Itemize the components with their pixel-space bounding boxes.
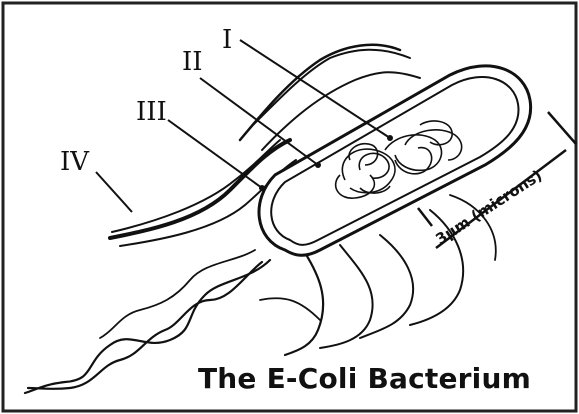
pointer-dot-iii	[259, 185, 265, 191]
flagellum-helix-c	[100, 250, 255, 338]
pointer-dot-i	[387, 135, 393, 141]
label-i: I	[222, 25, 232, 55]
label-ii: II	[182, 47, 203, 77]
leader-ii	[200, 78, 318, 165]
label-iv: IV	[60, 147, 90, 177]
flagellum-upper-left-strand	[112, 140, 280, 232]
figure-title: The E-Coli Bacterium	[198, 362, 531, 395]
leader-iv	[96, 172, 132, 212]
scale-bar-tick-top	[548, 112, 576, 144]
label-iii: III	[136, 97, 167, 127]
flagellum-lower-4	[260, 298, 320, 320]
pointer-dot-ii	[315, 162, 321, 168]
flagellum-lower-2	[320, 245, 373, 348]
